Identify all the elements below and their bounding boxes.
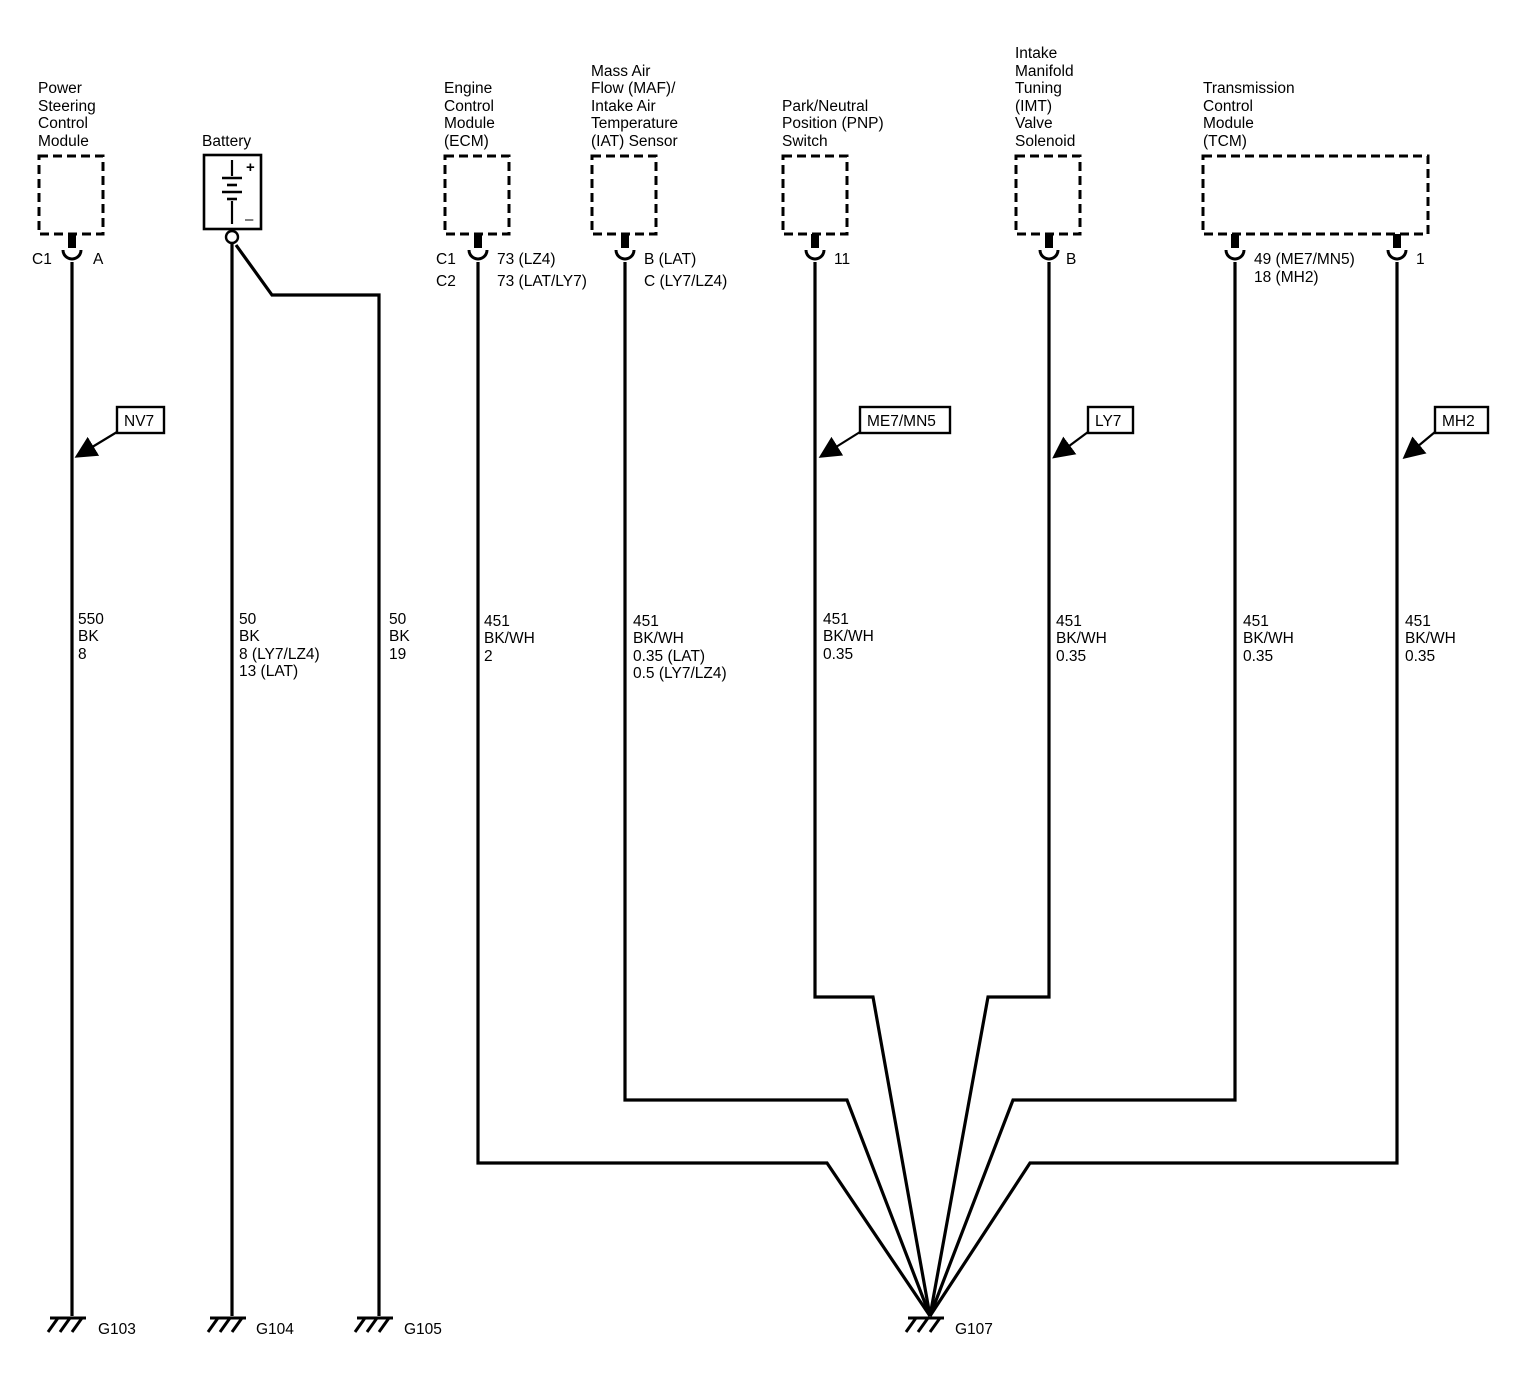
- ecm-connector-labels: C1 C2: [436, 251, 460, 290]
- pnp-pin-label: 11: [834, 251, 850, 268]
- ecm-wire-label: 451 BK/WH 2: [484, 613, 539, 665]
- tcm-pin1-labels: 49 (ME7/MN5) 18 (MH2): [1254, 251, 1359, 286]
- power-steering-label: Power Steering Control Module: [38, 80, 100, 150]
- maf-wire-label: 451 BK/WH 0.35 (LAT) 0.5 (LY7/LZ4): [633, 613, 727, 682]
- tcm-connector-pin2-icon: [1386, 232, 1408, 261]
- option-tag-me7-mn5: ME7/MN5: [818, 405, 952, 458]
- maf-pin-labels: B (LAT) C (LY7/LZ4): [644, 251, 727, 290]
- ps-wire-label: 550 BK 8: [78, 611, 108, 663]
- pnp-switch-box: [781, 154, 849, 236]
- ground-g103-icon: [46, 1316, 88, 1334]
- tcm2-ground-wire: [928, 262, 1399, 1317]
- imt-pin-label: B: [1066, 251, 1076, 268]
- option-tag-ly7: LY7: [1052, 405, 1135, 459]
- power-steering-module-box: [37, 154, 105, 236]
- battery-minus-sign: –: [245, 211, 254, 228]
- ps-pin-label: A: [93, 251, 104, 268]
- ground-g104-label: G104: [256, 1321, 294, 1338]
- ground-g105-icon: [353, 1316, 395, 1334]
- pnp-ground-wire: [813, 262, 932, 1317]
- ecm-label: Engine Control Module (ECM): [444, 80, 499, 150]
- tcm-label: Transmission Control Module (TCM): [1203, 80, 1299, 150]
- maf-sensor-box: [590, 154, 658, 236]
- battery-wire-1-label: 50 BK 8 (LY7/LZ4) 13 (LAT): [239, 611, 324, 680]
- battery-label: Battery: [202, 133, 251, 150]
- imt-connector-pin-icon: [1038, 232, 1060, 261]
- pnp-connector-pin-icon: [804, 232, 826, 261]
- maf-iat-sensor-label: Mass Air Flow (MAF)/ Intake Air Temperat…: [591, 63, 682, 150]
- ground-g105-label: G105: [404, 1321, 442, 1338]
- imt-ground-wire: [928, 262, 1051, 1317]
- ps-connector-label: C1: [32, 251, 52, 268]
- option-tag-mh2: MH2: [1402, 405, 1490, 460]
- ground-g107-label: G107: [955, 1321, 993, 1338]
- svg-text:ME7/MN5: ME7/MN5: [867, 413, 936, 430]
- maf-connector-pin-icon: [614, 232, 636, 261]
- svg-text:MH2: MH2: [1442, 413, 1475, 430]
- battery-plus-sign: +: [246, 159, 255, 176]
- ps-connector-pin-icon: [61, 232, 83, 261]
- option-tag-nv7: NV7: [74, 405, 166, 458]
- ground-g104-icon: [206, 1316, 248, 1334]
- ecm-box: [443, 154, 511, 236]
- ecm-ground-wire: [476, 262, 932, 1317]
- ecm-pin-labels: 73 (LZ4) 73 (LAT/LY7): [497, 251, 587, 290]
- ecm-connector-pin-icon: [467, 232, 489, 261]
- imt-solenoid-box: [1014, 154, 1082, 236]
- ground-g103-label: G103: [98, 1321, 136, 1338]
- tcm1-wire-label: 451 BK/WH 0.35: [1243, 613, 1298, 665]
- tcm-pin2-label: 1: [1416, 251, 1425, 268]
- battery-ground-wire-2: [234, 244, 381, 1316]
- svg-text:LY7: LY7: [1095, 413, 1121, 430]
- tcm2-wire-label: 451 BK/WH 0.35: [1405, 613, 1460, 665]
- pnp-wire-label: 451 BK/WH 0.35: [823, 611, 878, 663]
- tcm1-ground-wire: [928, 262, 1237, 1317]
- pnp-switch-label: Park/Neutral Position (PNP) Switch: [782, 98, 888, 150]
- svg-text:NV7: NV7: [124, 413, 154, 430]
- imt-wire-label: 451 BK/WH 0.35: [1056, 613, 1111, 665]
- tcm-box: [1201, 154, 1430, 236]
- ground-g107-icon: [904, 1316, 946, 1334]
- maf-ground-wire: [623, 262, 932, 1317]
- tcm-connector-pin1-icon: [1224, 232, 1246, 261]
- battery-icon: + –: [202, 153, 263, 245]
- imt-solenoid-label: Intake Manifold Tuning (IMT) Valve Solen…: [1015, 45, 1078, 150]
- battery-wire-2-label: 50 BK 19: [389, 611, 414, 663]
